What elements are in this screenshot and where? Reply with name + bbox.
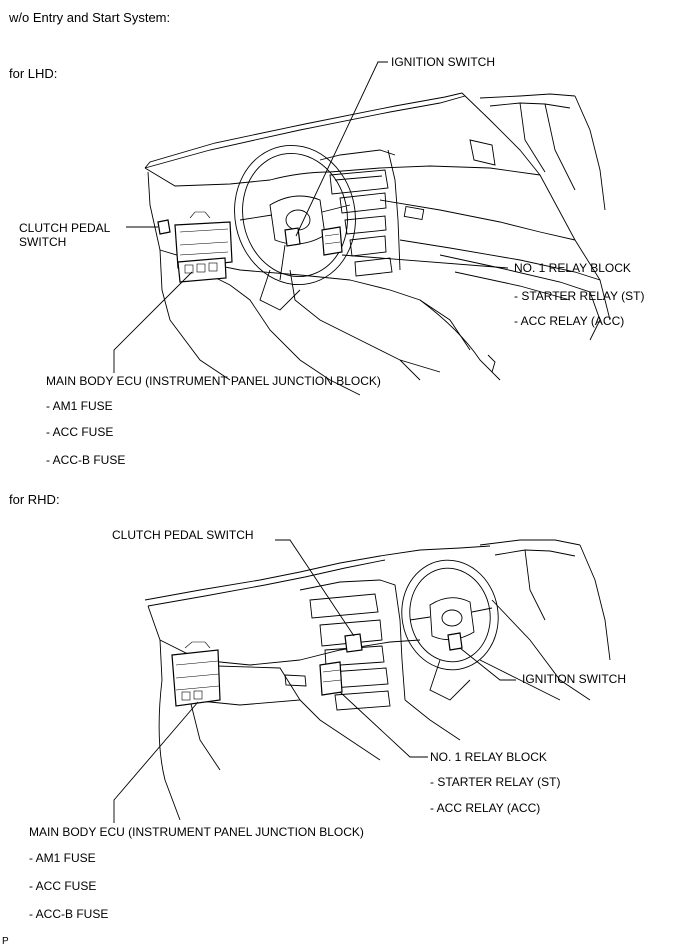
lhd-acc-relay-label: - ACC RELAY (ACC) (514, 314, 625, 328)
rhd-ignition-switch-label: IGNITION SWITCH (522, 672, 626, 686)
figure-code: P (2, 936, 9, 947)
rhd-dashboard-drawing (144, 539, 611, 821)
lhd-clutch-pedal-switch-label-line1: CLUTCH PEDAL (19, 221, 111, 235)
lhd-leader-lines (113, 61, 509, 373)
rhd-leader-lines (113, 539, 516, 823)
rhd-acc-relay-label: - ACC RELAY (ACC) (430, 801, 541, 815)
page-heading: w/o Entry and Start System: (9, 10, 171, 25)
rhd-main-body-ecu-label: MAIN BODY ECU (INSTRUMENT PANEL JUNCTION… (29, 825, 364, 839)
rhd-clutch-pedal-switch-label: CLUTCH PEDAL SWITCH (112, 528, 254, 542)
rhd-am1-fuse-label: - AM1 FUSE (29, 851, 96, 865)
lhd-dashboard-drawing (144, 92, 611, 396)
lhd-relay-block-label: NO. 1 RELAY BLOCK (514, 261, 631, 275)
rhd-section-label: for RHD: (9, 492, 60, 507)
rhd-main-body-ecu-part (171, 641, 221, 707)
lhd-accb-fuse-label: - ACC-B FUSE (46, 453, 126, 467)
lhd-acc-fuse-label: - ACC FUSE (46, 425, 114, 439)
lhd-main-body-ecu-part (174, 211, 233, 283)
lhd-clutch-pedal-switch-label-line2: SWITCH (19, 235, 67, 249)
rhd-relay-block-label: NO. 1 RELAY BLOCK (430, 750, 547, 764)
lhd-main-body-ecu-label: MAIN BODY ECU (INSTRUMENT PANEL JUNCTION… (46, 374, 381, 388)
lhd-ignition-switch-label: IGNITION SWITCH (391, 55, 495, 69)
rhd-acc-fuse-label: - ACC FUSE (29, 879, 97, 893)
lhd-am1-fuse-label: - AM1 FUSE (46, 399, 113, 413)
lhd-starter-relay-label: - STARTER RELAY (ST) (514, 289, 645, 303)
rhd-accb-fuse-label: - ACC-B FUSE (29, 907, 109, 921)
rhd-starter-relay-label: - STARTER RELAY (ST) (430, 775, 561, 789)
lhd-section-label: for LHD: (9, 66, 58, 81)
